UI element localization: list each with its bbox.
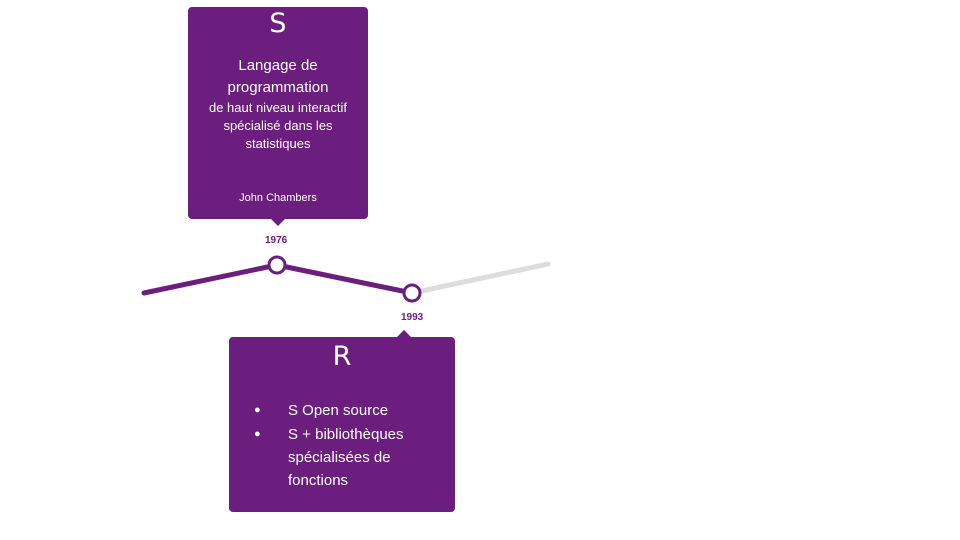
event-bullet-item: S Open source bbox=[249, 399, 445, 422]
timeline-node-1993[interactable] bbox=[402, 283, 422, 303]
event-card-s: S Langage de programmation de haut nivea… bbox=[188, 7, 368, 226]
event-description-secondary: de haut niveau interactif spécialisé dan… bbox=[208, 100, 348, 151]
event-bullet-list: S Open source S + bibliothèques spéciali… bbox=[249, 399, 445, 493]
event-author: John Chambers bbox=[239, 192, 317, 204]
timeline-node-1976[interactable] bbox=[267, 255, 287, 275]
year-label-1993: 1993 bbox=[401, 312, 424, 323]
event-description-primary: Langage de programmation bbox=[227, 57, 329, 96]
event-title: R bbox=[332, 341, 352, 372]
event-bullet-item: S + bibliothèques spécialisées de foncti… bbox=[249, 423, 445, 492]
timeline-track-future bbox=[409, 261, 551, 296]
event-title: S bbox=[269, 8, 287, 39]
year-label-1976: 1976 bbox=[265, 235, 288, 246]
event-card-r: R S Open source S + bibliothèques spécia… bbox=[229, 330, 455, 512]
